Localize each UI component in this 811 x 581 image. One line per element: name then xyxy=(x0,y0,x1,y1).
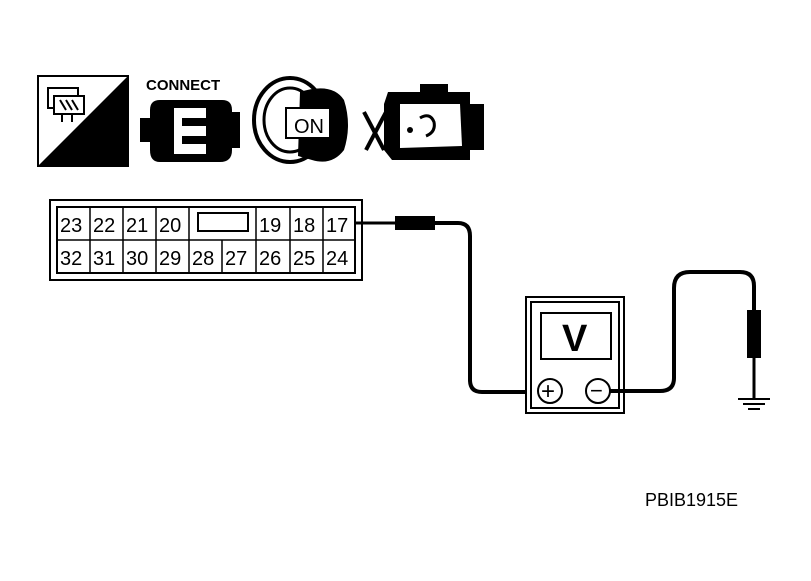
positive-terminal-label: + xyxy=(541,378,555,405)
pin-18: 18 xyxy=(293,215,315,237)
positive-terminal xyxy=(537,378,563,404)
voltmeter: V + − xyxy=(525,296,625,414)
pin-27: 27 xyxy=(225,248,247,270)
harness-subassembly-icon: H.S. xyxy=(37,75,129,167)
pin-20: 20 xyxy=(159,215,181,237)
positive-probe-lead xyxy=(355,216,532,394)
connector-block: 23 22 21 20 19 18 17 32 31 30 29 28 27 2… xyxy=(49,199,363,281)
negative-terminal-label: − xyxy=(590,378,603,403)
pin-17: 17 xyxy=(326,215,348,237)
positive-probe-tip xyxy=(395,216,435,230)
ignition-label: ON xyxy=(294,116,324,138)
figure-id: PBIB1915E xyxy=(645,490,738,510)
pin-29: 29 xyxy=(159,248,181,270)
pin-32: 32 xyxy=(60,248,82,270)
ground-symbol xyxy=(738,398,770,410)
voltmeter-display xyxy=(540,312,612,360)
voltmeter-unit: V xyxy=(562,318,588,360)
harness-label: H.S. xyxy=(74,138,121,165)
connector-latch-slot xyxy=(197,212,249,232)
pin-26: 26 xyxy=(259,248,281,270)
pin-25: 25 xyxy=(293,248,315,270)
pin-28: 28 xyxy=(192,248,214,270)
pin-31: 31 xyxy=(93,248,115,270)
pin-30: 30 xyxy=(126,248,148,270)
pin-24: 24 xyxy=(326,248,348,270)
pin-22: 22 xyxy=(93,215,115,237)
negative-probe-tip xyxy=(747,310,761,358)
pin-21: 21 xyxy=(126,215,148,237)
connect-icon: CONNECT xyxy=(140,77,240,162)
pin-23: 23 xyxy=(60,215,82,237)
pin-19: 19 xyxy=(259,215,281,237)
negative-probe-lead xyxy=(610,270,761,398)
engine-off-icon xyxy=(362,84,484,160)
connect-label: CONNECT xyxy=(146,77,220,94)
ignition-key-icon: ON xyxy=(252,76,348,164)
